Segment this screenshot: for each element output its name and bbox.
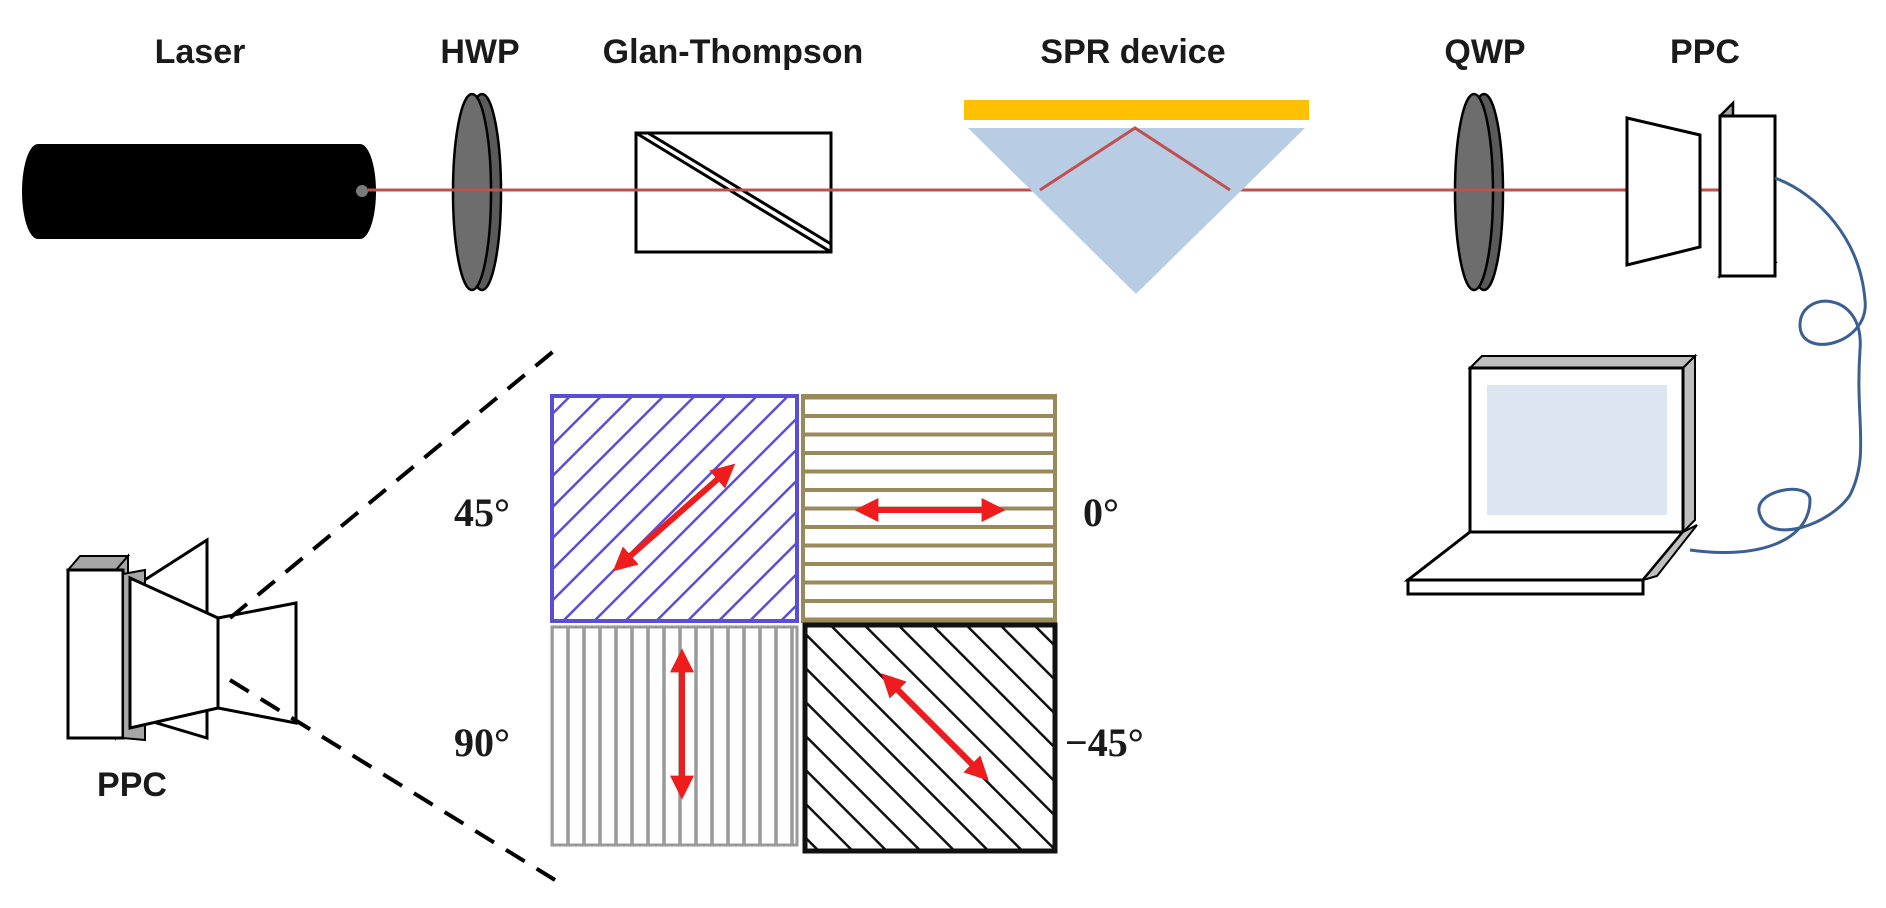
polarizer-minus-45 (802, 622, 1058, 854)
qwp-waveplate-icon (1400, 92, 1560, 292)
ppc-bottom-label: PPC (97, 766, 167, 804)
laser-icon (22, 144, 376, 239)
arrow-45 (612, 463, 736, 572)
polarizer-array (550, 394, 1058, 854)
qwp-label: QWP (1444, 33, 1525, 71)
angle-label-45: 45° (454, 490, 510, 535)
laser-label: Laser (155, 33, 246, 71)
polarizer-45 (550, 394, 799, 623)
glan-thompson-prism-icon (368, 131, 1040, 254)
angle-label-0: 0° (1083, 490, 1119, 535)
zoom-line-lower (228, 678, 557, 882)
angle-label-minus-45: −45° (1065, 720, 1144, 765)
ppc-camera-bottom-icon (65, 537, 298, 742)
angle-label-90: 90° (454, 720, 510, 765)
hwp-waveplate-icon (451, 92, 503, 292)
camera-cable (1689, 176, 1867, 555)
laptop-screen (1487, 385, 1667, 515)
polarizer-90 (550, 625, 799, 847)
laptop-icon (1403, 353, 1698, 596)
ppc-top-label: PPC (1670, 33, 1740, 71)
zoom-line-upper (228, 348, 557, 620)
arrow-minus-45 (881, 673, 989, 781)
spr-device-icon (964, 100, 1309, 294)
polarizer-0 (801, 394, 1057, 623)
glan-thompson-label: Glan-Thompson (603, 33, 864, 71)
hwp-label: HWP (440, 33, 519, 71)
ppc-camera-top-icon (1625, 99, 1779, 280)
spr-device-label: SPR device (1040, 33, 1225, 71)
